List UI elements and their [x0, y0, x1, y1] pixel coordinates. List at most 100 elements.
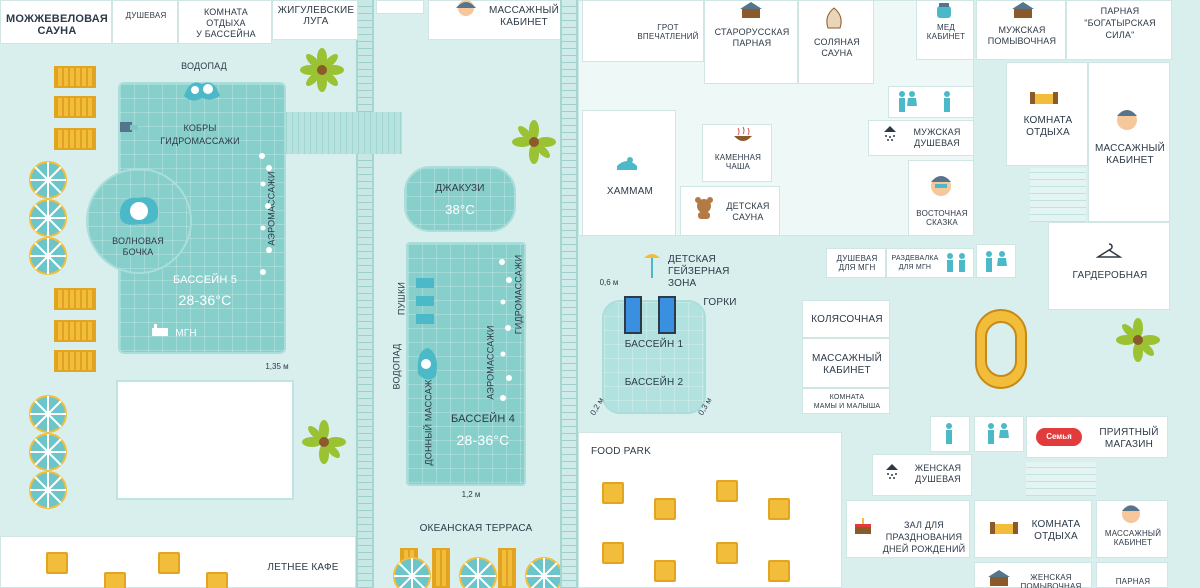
palm-icon: [512, 120, 556, 164]
massage-face-icon: [1117, 110, 1137, 130]
wc-centre[interactable]: [976, 244, 1016, 278]
stairs: [1026, 462, 1096, 496]
room-kids-sauna[interactable]: ДЕТСКАЯ САУНА: [680, 186, 780, 236]
pool-1-2[interactable]: [602, 300, 706, 414]
person-icon: [944, 91, 950, 112]
cobra-jet-icon: [120, 122, 138, 132]
jacuzzi[interactable]: [404, 166, 516, 232]
cafe-table: [158, 552, 180, 574]
sofa-icon: [990, 522, 1018, 534]
label-kids-geyser: ДЕТСКАЯ ГЕЙЗЕРНАЯ ЗОНА: [668, 254, 730, 289]
room-stroller[interactable]: КОЛЯСОЧНАЯ: [802, 300, 890, 338]
room-oriental[interactable]: ВОСТОЧНАЯ СКАЗКА: [908, 160, 974, 236]
bathhouse-icon: [988, 570, 1010, 586]
label-massage-mid: МАССАЖНЫЙ КАБИНЕТ: [812, 353, 882, 376]
waterfall-icon: [417, 348, 437, 380]
shower-icon: [884, 126, 896, 141]
label-waterfall-mid: ВОДОПАД: [391, 343, 402, 390]
label-wardrobe: ГАРДЕРОБНАЯ: [1072, 270, 1148, 281]
label-food-park: FOOD PARK: [591, 446, 651, 457]
umbrella-icon: [29, 395, 67, 433]
label-shower-mgn: ДУШЕВАЯ ДЛЯ МГН: [836, 254, 878, 272]
label-ocean-terrace: ОКЕАНСКАЯ ТЕРРАСА: [419, 523, 533, 534]
bathhouse-icon: [1012, 2, 1034, 18]
cafe-table: [206, 572, 228, 588]
room-mens-wash[interactable]: МУЖСКАЯ ПОМЫВОЧНАЯ: [976, 0, 1066, 60]
label-massage-top: МАССАЖНЫЙ КАБИНЕТ: [489, 5, 559, 28]
depth-1-35: 1,35 м: [265, 362, 289, 371]
room-massage-right[interactable]: МАССАЖНЫЙ КАБИНЕТ: [1088, 62, 1170, 222]
label-juniper-sauna: МОЖЖЕВЕЛОВАЯ САУНА: [6, 13, 108, 37]
room-wardrobe[interactable]: ГАРДЕРОБНАЯ: [1048, 222, 1170, 310]
food-table: [602, 482, 624, 504]
label-birthday-hall: ЗАЛ ДЛЯ ПРАЗДНОВАНИЯ ДНЕЙ РОЖДЕНИЙ: [882, 520, 966, 554]
room-old-russian[interactable]: СТАРОРУССКАЯ ПАРНАЯ: [704, 0, 798, 84]
room-stone-bowl[interactable]: КАМЕННАЯ ЧАША: [702, 124, 772, 182]
room-zhiguli[interactable]: ЖИГУЛЕВСКИЕ ЛУГА: [272, 0, 358, 40]
hammam-icon: [617, 157, 637, 170]
label-grotto: ГРОТ ВПЕЧАТЛЕНИЙ: [637, 23, 699, 41]
room-shower-top[interactable]: ДУШЕВАЯ: [112, 0, 178, 44]
room-juniper-sauna[interactable]: МОЖЖЕВЕЛОВАЯ САУНА: [0, 0, 112, 44]
label-pool-5-temp: 28-36°С: [178, 292, 232, 308]
sun-lounger: [498, 548, 516, 588]
room-womens-shower[interactable]: ЖЕНСКАЯ ДУШЕВАЯ: [872, 454, 972, 496]
label-pool-1: БАССЕЙН 1: [624, 339, 684, 350]
bubbles-icon: [499, 259, 512, 401]
label-pool-4: БАССЕЙН 4: [450, 413, 516, 425]
stone-bowl-icon: [734, 126, 752, 141]
cake-icon: [855, 518, 871, 534]
room-bogatyr[interactable]: ПАРНАЯ "БОГАТЫРСКАЯ СИЛА": [1066, 0, 1172, 60]
umbrella-icon: [29, 471, 67, 509]
wave-icon: [119, 197, 159, 225]
room-massage-mid[interactable]: МАССАЖНЫЙ КАБИНЕТ: [802, 338, 890, 388]
room-shower-mgn[interactable]: ДУШЕВАЯ ДЛЯ МГН: [826, 248, 886, 278]
room-mother-child[interactable]: КОМНАТА МАМЫ И МАЛЫША: [802, 388, 890, 414]
label-mens-shower: МУЖСКАЯ ДУШЕВАЯ: [913, 127, 961, 148]
label-summer-cafe: ЛЕТНЕЕ КАФЕ: [267, 562, 339, 573]
umbrella-icon: [525, 557, 563, 588]
bathhouse-icon: [740, 2, 762, 18]
room-shower-mid-top[interactable]: [376, 0, 424, 14]
room-hammam[interactable]: ХАММАМ: [582, 110, 676, 236]
honey-jar-icon: [937, 3, 951, 18]
palm-icon: [302, 420, 346, 464]
food-park[interactable]: FOOD PARK: [578, 432, 842, 588]
label-bottom-massage: ДОННЫЙ МАССАЖ: [423, 379, 434, 466]
wave-barrel[interactable]: [86, 168, 192, 274]
cafe-table: [104, 572, 126, 588]
label-pool-5: БАССЕЙН 5: [172, 274, 238, 286]
food-table: [768, 560, 790, 582]
room-pool-lounge[interactable]: КОМНАТА ОТДЫХА У БАССЕЙНА: [178, 0, 272, 44]
deck-area: [116, 380, 294, 500]
label-shower-top: ДУШЕВАЯ: [125, 11, 167, 20]
label-womens-wash: ЖЕНСКАЯ ПОМЫВОЧНАЯ: [1020, 573, 1082, 588]
label-massage-bottom: МАССАЖНЫЙ КАБИНЕТ: [1104, 529, 1162, 547]
room-massage-top[interactable]: МАССАЖНЫЙ КАБИНЕТ: [428, 0, 578, 40]
label-waterfall-top: ВОДОПАД: [181, 61, 227, 71]
room-grotto[interactable]: ГРОТ ВПЕЧАТЛЕНИЙ: [582, 0, 704, 62]
depth-0-6: 0,6 м: [599, 278, 619, 287]
pool-5[interactable]: [118, 82, 286, 354]
label-jacuzzi: ДЖАКУЗИ: [435, 183, 485, 194]
toilet-people-icon: [986, 251, 1007, 272]
umbrella-icon: [29, 199, 67, 237]
food-table: [716, 480, 738, 502]
label-wave-barrel: ВОЛНОВАЯ БОЧКА: [112, 236, 164, 257]
wc-shop-2[interactable]: [974, 416, 1024, 452]
label-rest-right: КОМНАТА ОТДЫХА: [1023, 115, 1073, 138]
shop-logo: Семья: [1036, 428, 1082, 446]
label-slides: ГОРКИ: [703, 297, 737, 308]
room-mens-shower[interactable]: МУЖСКАЯ ДУШЕВАЯ: [868, 120, 974, 156]
label-zhiguli: ЖИГУЛЕВСКИЕ ЛУГА: [277, 5, 355, 27]
face-mask-icon: [931, 176, 951, 196]
room-rest-right[interactable]: КОМНАТА ОТДЫХА: [1006, 62, 1088, 166]
shell-icon: [826, 7, 842, 29]
room-steam-bottom[interactable]: ПАРНАЯ: [1096, 562, 1168, 588]
label-steam-bottom: ПАРНАЯ: [1115, 577, 1151, 586]
massage-face-icon: [456, 0, 476, 16]
palm-icon: [300, 48, 344, 92]
wc-shop-1[interactable]: [930, 416, 970, 452]
massage-face-icon: [1122, 505, 1140, 523]
